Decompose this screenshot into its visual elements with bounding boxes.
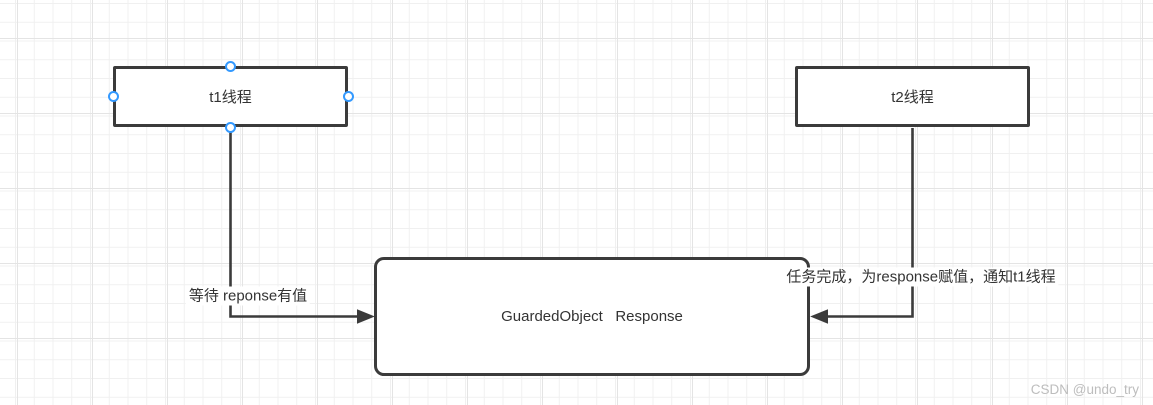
edge-t1-to-guarded[interactable] — [229, 128, 375, 324]
connection-handle-right[interactable] — [342, 91, 354, 102]
node-guarded-object[interactable]: GuardedObject Response — [374, 257, 810, 376]
edge-t2-line[interactable] — [827, 128, 914, 318]
node-t1-thread[interactable]: t1线程 — [113, 66, 348, 127]
watermark: CSDN @undo_try — [1030, 382, 1139, 397]
node-guarded-object-label: GuardedObject Response — [501, 308, 683, 325]
edge-t2-arrowhead-icon — [810, 309, 828, 324]
connection-handle-left[interactable] — [107, 91, 119, 102]
node-t2-thread[interactable]: t2线程 — [795, 66, 1030, 127]
node-t1-label: t1线程 — [209, 89, 252, 106]
node-t2-label: t2线程 — [891, 89, 934, 106]
edge-t2-to-guarded[interactable] — [810, 128, 914, 324]
edge-t1-arrowhead-icon — [357, 309, 375, 324]
edge-label-wait-response[interactable]: 等待 reponse有值 — [185, 286, 311, 306]
connection-handle-top[interactable] — [225, 60, 236, 72]
edge-label-task-complete[interactable]: 任务完成，为response赋值，通知t1线程 — [783, 267, 1059, 287]
edge-t1-line[interactable] — [229, 128, 358, 318]
connection-handle-bottom[interactable] — [225, 121, 236, 133]
